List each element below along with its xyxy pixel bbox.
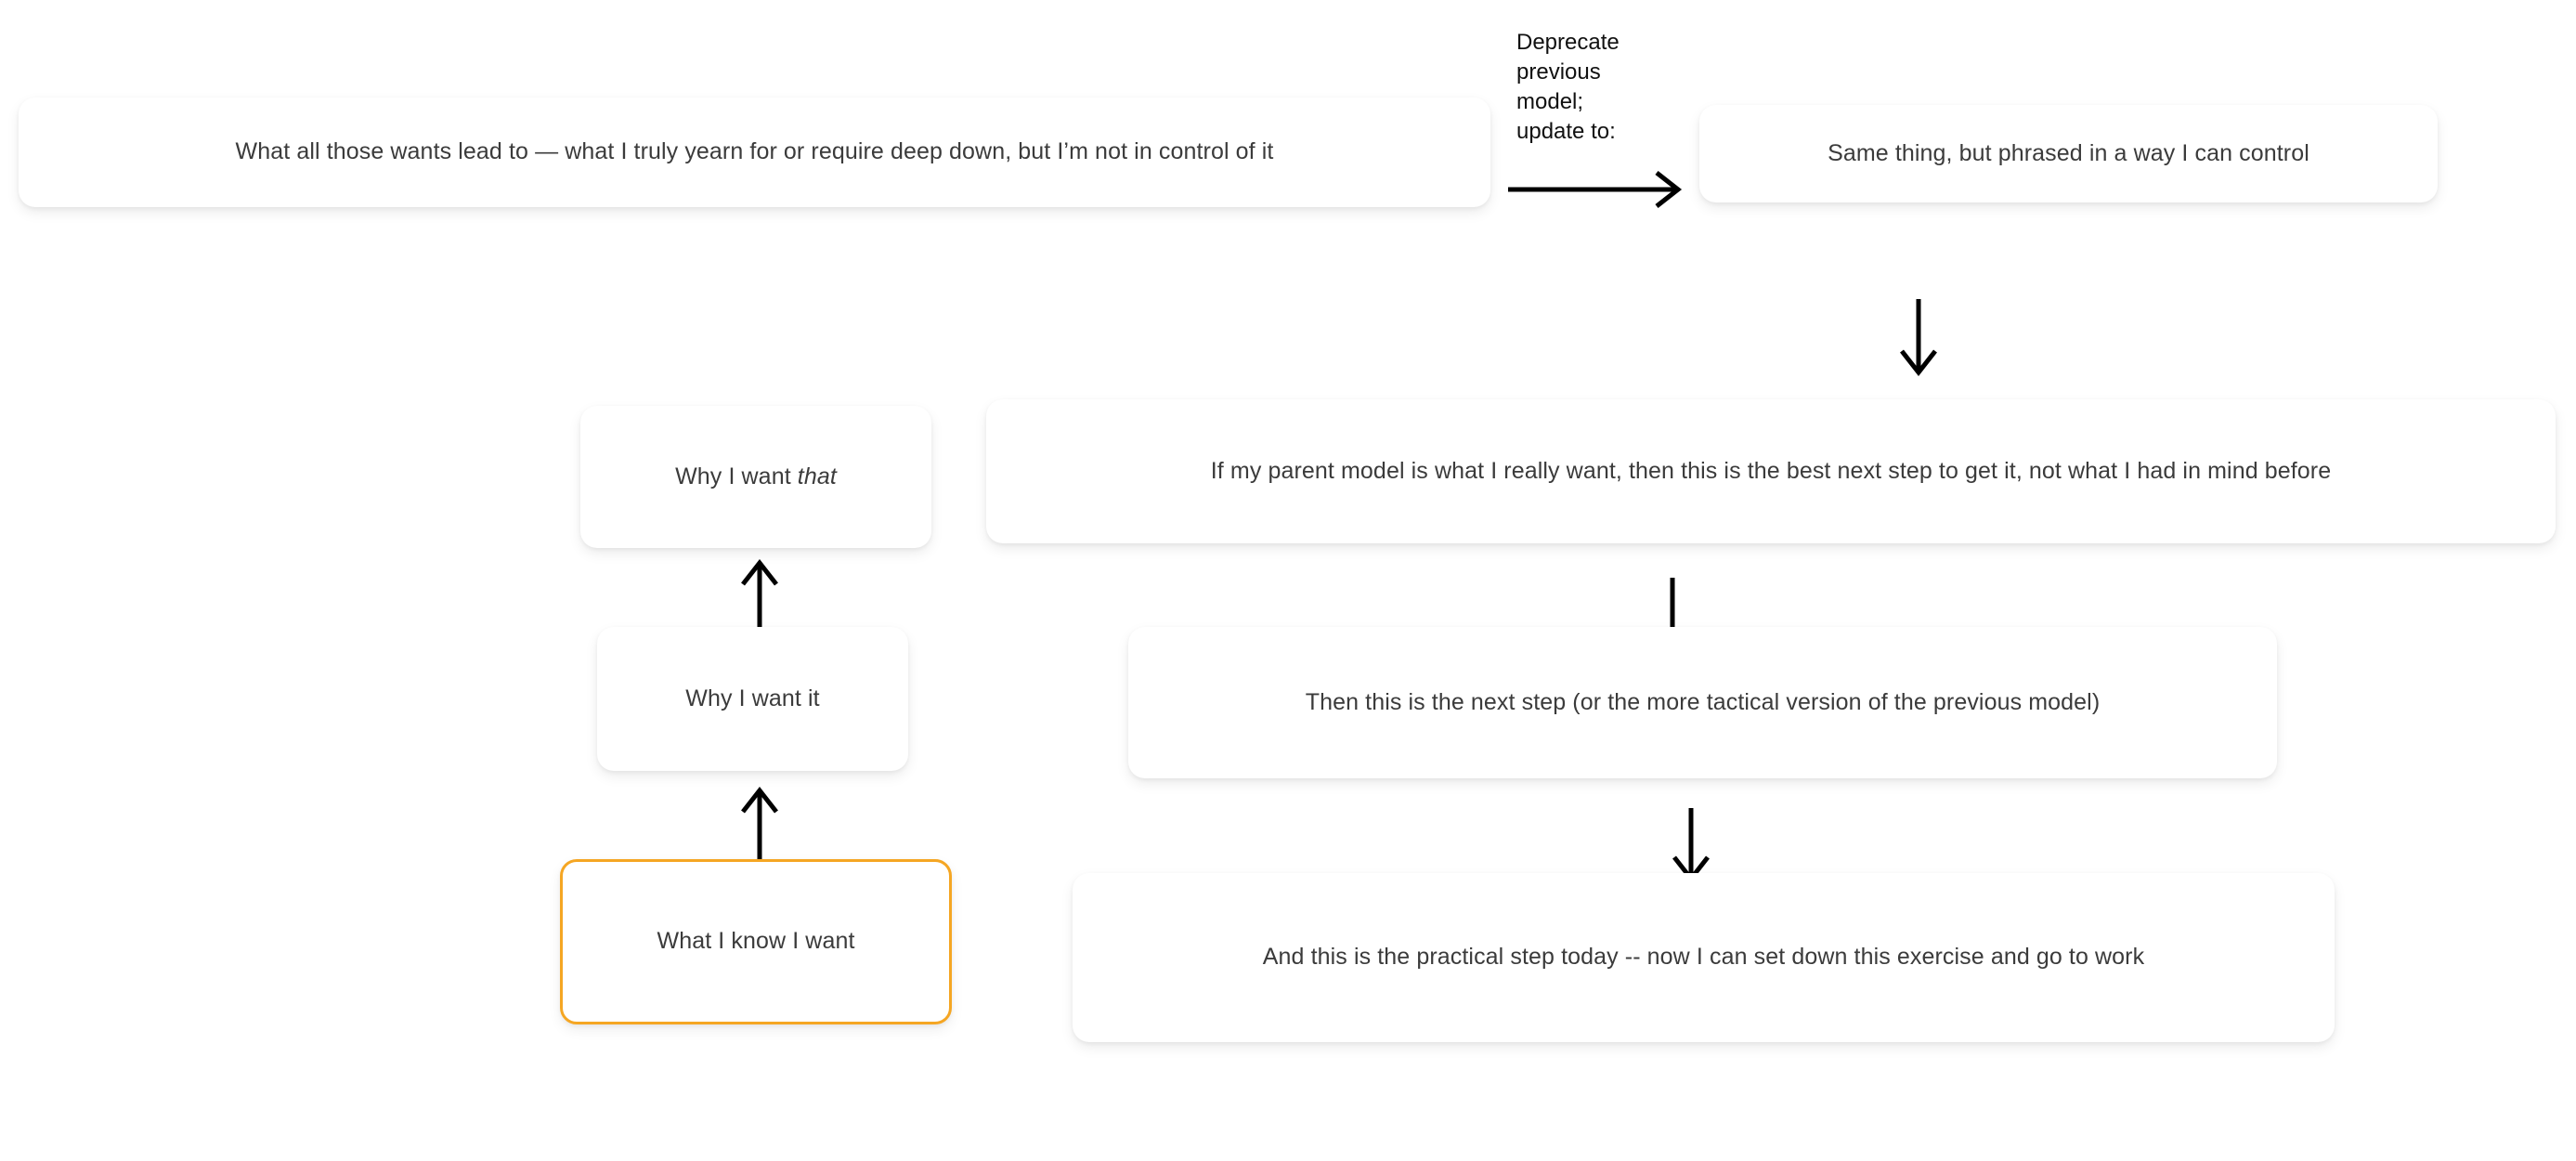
node-best-next-step[interactable]: If my parent model is what I really want… <box>986 399 2556 543</box>
node-deep-want[interactable]: What all those wants lead to — what I tr… <box>19 98 1490 207</box>
node-best-next-step-label: If my parent model is what I really want… <box>1210 457 2332 484</box>
node-practical-step-label: And this is the practical step today -- … <box>1262 944 2145 971</box>
arrow-up-icon <box>740 786 779 867</box>
node-why-i-want-that-text-emphasis: that <box>797 463 837 489</box>
node-why-i-want-it-label: Why I want it <box>685 685 820 711</box>
edge-label-deprecate-update: Deprecate previous model; update to: <box>1516 30 1620 144</box>
node-what-i-know-i-want[interactable]: What I know I want <box>560 859 952 1024</box>
node-why-i-want-that[interactable]: Why I want that <box>580 406 931 548</box>
arrow-up-icon <box>740 558 779 639</box>
arrow-down-icon <box>1672 806 1711 883</box>
node-tactical-step[interactable]: Then this is the next step (or the more … <box>1128 627 2277 778</box>
node-controllable-restatement[interactable]: Same thing, but phrased in a way I can c… <box>1699 105 2438 202</box>
node-why-i-want-that-text-plain: Why I want <box>675 463 798 489</box>
node-controllable-restatement-label: Same thing, but phrased in a way I can c… <box>1828 139 2309 166</box>
node-why-i-want-that-label: Why I want that <box>675 462 837 493</box>
arrow-right-icon <box>1506 169 1683 208</box>
node-why-i-want-it[interactable]: Why I want it <box>597 627 908 771</box>
node-tactical-step-label: Then this is the next step (or the more … <box>1305 688 2101 715</box>
node-deep-want-label: What all those wants lead to — what I tr… <box>235 138 1274 165</box>
node-practical-step[interactable]: And this is the practical step today -- … <box>1073 873 2335 1042</box>
node-what-i-know-i-want-label: What I know I want <box>657 928 855 955</box>
arrow-down-icon <box>1899 297 1938 377</box>
